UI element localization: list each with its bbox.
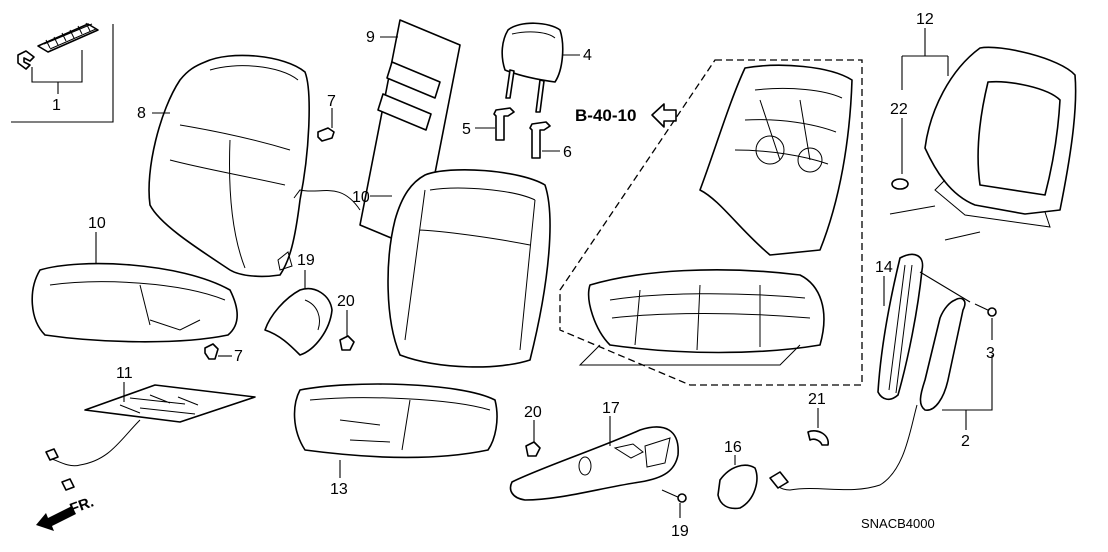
seat-frame-assembly[interactable] bbox=[578, 64, 853, 366]
reference-label: B-40-10 bbox=[575, 106, 636, 125]
part-3-bolt[interactable] bbox=[919, 271, 997, 317]
callout-18: 19 bbox=[297, 252, 315, 269]
callout-21: 21 bbox=[808, 391, 826, 408]
callout-10: 10 bbox=[352, 189, 370, 206]
hollow-left-arrow-icon bbox=[651, 103, 677, 128]
part-16-knob[interactable] bbox=[717, 464, 758, 510]
callout-8: 8 bbox=[137, 105, 146, 122]
seat-frame-group-outline bbox=[559, 59, 863, 386]
part-20-clip-upper[interactable] bbox=[339, 335, 355, 351]
callout-19: 19 bbox=[671, 523, 689, 540]
callout-22: 22 bbox=[890, 101, 908, 118]
part-8-seat-back-cover[interactable] bbox=[148, 54, 310, 278]
part-20-clip-lower[interactable] bbox=[525, 441, 541, 457]
callout-3: 3 bbox=[986, 345, 995, 362]
part-14-seat-cushion-pad[interactable] bbox=[293, 383, 498, 459]
part-1-wire-clips[interactable] bbox=[11, 22, 114, 123]
callout-13: 11 bbox=[116, 365, 133, 382]
part-7-clip-lower[interactable] bbox=[204, 343, 219, 360]
part-7-clip-upper[interactable] bbox=[317, 127, 335, 142]
part-13-seat-cushion-heater[interactable] bbox=[45, 384, 256, 491]
callout-12: 10 bbox=[88, 215, 106, 232]
part-19-screw[interactable] bbox=[661, 489, 687, 503]
part-5-headrest-guide[interactable] bbox=[493, 107, 515, 141]
callout-6: 6 bbox=[563, 144, 572, 161]
part-17-side-trim[interactable] bbox=[509, 426, 679, 501]
part-4-headrest[interactable] bbox=[501, 22, 564, 113]
front-label: FR. bbox=[68, 494, 97, 518]
part-2-side-airbag[interactable] bbox=[769, 297, 966, 491]
callout-17: 17 bbox=[602, 400, 620, 417]
part-18-recline-cover[interactable] bbox=[264, 288, 333, 356]
part-12-seat-cushion-cover[interactable] bbox=[31, 262, 239, 343]
callout-14: 13 bbox=[330, 481, 348, 498]
part-11-seat-back-frame[interactable] bbox=[889, 46, 1077, 241]
callout-1: 1 bbox=[52, 97, 61, 114]
callout-5: 5 bbox=[462, 121, 471, 138]
callout-16: 16 bbox=[724, 439, 742, 456]
callout-7a: 7 bbox=[327, 93, 336, 110]
part-22-clip[interactable] bbox=[891, 178, 909, 190]
part-9-seat-back-heater[interactable] bbox=[293, 19, 461, 251]
part-6-headrest-guide[interactable] bbox=[529, 121, 551, 159]
front-direction-indicator: FR. bbox=[36, 494, 96, 531]
callout-20a: 20 bbox=[337, 293, 355, 310]
reference-b-40-10[interactable]: B-40-10 bbox=[575, 103, 677, 128]
front-arrow-icon bbox=[36, 506, 76, 531]
callout-4: 4 bbox=[583, 47, 592, 64]
callout-9: 9 bbox=[366, 29, 375, 46]
callout-7b: 7 bbox=[234, 348, 243, 365]
callout-11: 12 bbox=[916, 11, 934, 28]
part-10-seat-back-pad[interactable] bbox=[387, 169, 551, 368]
diagram-code: SNACB4000 bbox=[861, 516, 935, 531]
part-15-side-back-cover[interactable] bbox=[877, 253, 924, 401]
callout-20b: 20 bbox=[524, 404, 542, 421]
callout-15: 14 bbox=[875, 259, 893, 276]
callout-2: 2 bbox=[961, 433, 970, 450]
part-21-harness-clip[interactable] bbox=[807, 430, 829, 446]
